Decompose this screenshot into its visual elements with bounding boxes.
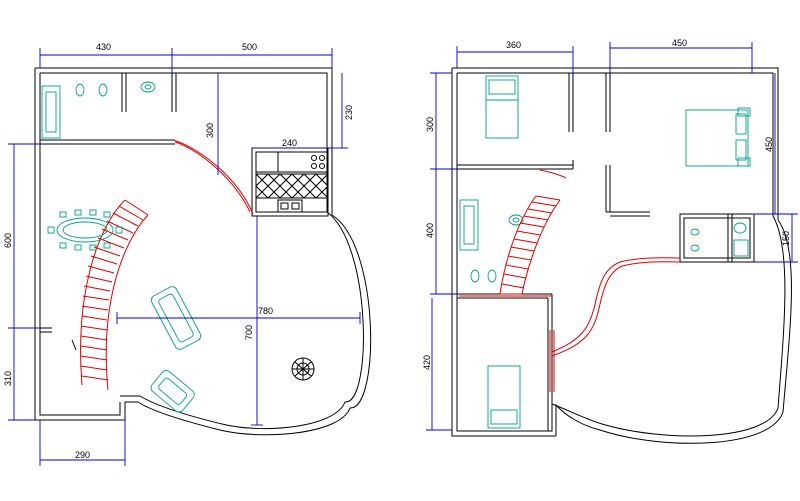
toilet-small-icon bbox=[690, 228, 700, 236]
left-plan-dimensions: 430 500 300 230 240 600 310 290 780 bbox=[3, 42, 361, 466]
dim-bath-height: 300 bbox=[205, 123, 215, 138]
sink-icon bbox=[140, 81, 156, 93]
dim-inner-780: 780 bbox=[258, 306, 273, 316]
bathtub-right-icon bbox=[459, 199, 479, 251]
left-stair-and-door bbox=[71, 139, 254, 391]
dim-r-right-150: 150 bbox=[781, 231, 791, 246]
bathtub-icon bbox=[41, 85, 61, 139]
staircase-right-icon bbox=[499, 195, 561, 295]
dim-r-left-420: 420 bbox=[422, 355, 432, 370]
sofa-icon bbox=[150, 286, 202, 350]
bed-lower-icon bbox=[487, 365, 521, 429]
kitchen-sink-icon bbox=[277, 199, 303, 213]
dining-table-icon bbox=[47, 209, 123, 251]
dim-top-left: 430 bbox=[96, 42, 111, 52]
kitchen-counter bbox=[255, 151, 329, 213]
left-bathroom-fixtures bbox=[41, 81, 156, 139]
staircase-icon bbox=[80, 199, 149, 391]
dim-kitchen-width: 240 bbox=[282, 138, 297, 148]
bidet-icon bbox=[98, 83, 108, 97]
dim-left-310: 310 bbox=[3, 371, 13, 386]
bidet-right-icon bbox=[487, 269, 497, 283]
toilet-icon bbox=[75, 83, 85, 97]
toilet-right-icon bbox=[470, 269, 480, 283]
armchair-icon bbox=[150, 370, 195, 413]
dim-bottom-290: 290 bbox=[75, 450, 90, 460]
shower-icon bbox=[733, 239, 749, 257]
right-floor-plan: 360 450 300 400 420 450 150 bbox=[422, 38, 798, 444]
sink-small-icon bbox=[733, 222, 747, 234]
dim-right-230: 230 bbox=[344, 105, 354, 120]
dim-r-left-300: 300 bbox=[425, 117, 435, 132]
dim-r-left-400: 400 bbox=[425, 223, 435, 238]
curved-partition bbox=[551, 257, 681, 353]
left-floor-plan: 430 500 300 230 240 600 310 290 780 bbox=[3, 42, 372, 466]
right-plan-walls bbox=[451, 67, 792, 444]
dim-r-top-left: 360 bbox=[506, 40, 521, 50]
right-fixtures bbox=[459, 75, 751, 429]
dim-r-top-right: 450 bbox=[672, 38, 687, 48]
living-furniture bbox=[47, 209, 315, 413]
door-swing-arc bbox=[539, 169, 567, 179]
left-plan-walls bbox=[34, 67, 372, 436]
bed-double-icon bbox=[685, 107, 751, 167]
right-plan-dimensions: 360 450 300 400 420 450 150 bbox=[422, 38, 798, 431]
plant-icon bbox=[291, 357, 315, 381]
tiled-floor-pattern bbox=[255, 173, 329, 199]
right-stair-and-doors bbox=[459, 169, 681, 392]
dim-top-right: 500 bbox=[242, 42, 257, 52]
dim-left-600: 600 bbox=[3, 233, 13, 248]
sink-right-icon bbox=[508, 214, 524, 226]
dim-inner-700: 700 bbox=[244, 325, 254, 340]
dim-r-right-450: 450 bbox=[764, 137, 774, 152]
bed-single-icon bbox=[485, 75, 519, 139]
sliding-door-arc bbox=[174, 141, 251, 213]
